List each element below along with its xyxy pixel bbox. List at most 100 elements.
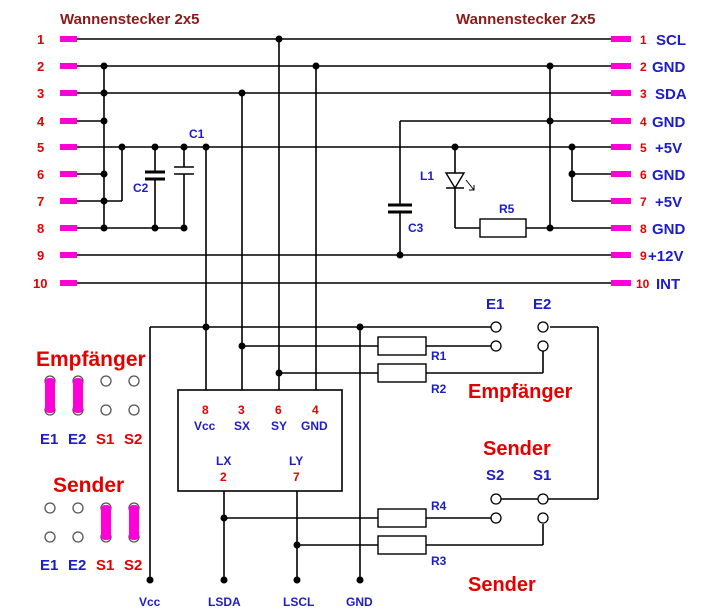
legend-label: S1 [96, 431, 114, 448]
empfaenger-jumper-label: Empfänger [468, 381, 573, 403]
left-pin-number: 10 [33, 276, 47, 291]
ic-pin-name: SY [271, 419, 287, 433]
right-pin-number: 2 [640, 60, 647, 74]
r1-label: R1 [431, 349, 447, 363]
signal-name: SDA [655, 86, 687, 103]
left-pin-number: 1 [37, 32, 44, 47]
legend-sender-title: Sender [53, 474, 124, 497]
r3-label: R3 [431, 554, 447, 568]
right-pin-number: 6 [640, 168, 647, 182]
left-connector-title: Wannenstecker 2x5 [60, 11, 200, 28]
legend-sender: Sender E1 E2 S1 S2 [40, 474, 142, 574]
ic-pin-name: SX [234, 419, 250, 433]
left-pin-number: 8 [37, 221, 44, 236]
capacitor-c1: C1 [174, 127, 205, 232]
legend-empfaenger: Empfänger E1 E2 S1 S2 [36, 348, 146, 448]
s2-label: S2 [486, 467, 504, 484]
legend-label: S1 [96, 557, 114, 574]
signal-name: SCL [656, 32, 686, 49]
right-pin-number: 5 [640, 141, 647, 155]
sender-jumper-title: Sender [483, 438, 551, 460]
jumper-block-sender: Sender S2 S1 Sender [468, 438, 551, 596]
signal-name: GND [652, 167, 686, 184]
right-connector-title: Wannenstecker 2x5 [456, 11, 596, 28]
s1-label: S1 [533, 467, 551, 484]
signal-name: INT [656, 276, 680, 293]
legend-label: S2 [124, 431, 142, 448]
l1-label: L1 [420, 169, 434, 183]
left-pin-numbers: 1 2 3 4 5 6 7 8 9 10 [33, 32, 47, 291]
ic-pin-number: 2 [220, 470, 227, 484]
ic-pin-number: 6 [275, 403, 282, 417]
left-pin-number: 5 [37, 140, 44, 155]
right-connector-pins [611, 36, 631, 286]
vertical-drops [202, 35, 320, 390]
ic-pin-name: LY [289, 454, 303, 468]
left-pin-number: 9 [37, 248, 44, 263]
ic-chip: 8 3 6 4 Vcc SX SY GND LX LY 2 7 [177, 389, 343, 492]
right-pin-numbers: 1 2 3 4 5 6 7 8 9 10 [636, 33, 650, 291]
signal-name: +5V [655, 194, 682, 211]
legend-label: E1 [40, 431, 58, 448]
left-pin-number: 4 [37, 114, 45, 129]
ic-pin-name: LX [216, 454, 231, 468]
sender-bottom-label: Sender [468, 574, 536, 596]
resistor-r2: R2 [377, 363, 447, 396]
c1-label: C1 [189, 127, 205, 141]
terminal-label: GND [346, 595, 373, 609]
c3-label: C3 [408, 221, 424, 235]
e2-label: E2 [533, 296, 551, 313]
e1-label: E1 [486, 296, 504, 313]
legend-label: E2 [68, 431, 86, 448]
resistor-r5: R5 [479, 202, 527, 238]
legend-label: E1 [40, 557, 58, 574]
ic-pin-number: 7 [293, 470, 300, 484]
left-pin-number: 2 [37, 59, 44, 74]
legend-label: E2 [68, 557, 86, 574]
terminal-label: Vcc [139, 595, 161, 609]
jumper-block-empfaenger: E1 E2 Empfänger [468, 296, 573, 403]
right-pin-number: 7 [640, 195, 647, 209]
signal-name: +12V [648, 248, 683, 265]
ic-pin-name: GND [301, 419, 328, 433]
left-pin-number: 3 [37, 86, 44, 101]
right-pin-number: 1 [640, 33, 647, 47]
right-pin-number: 3 [640, 87, 647, 101]
r2-label: R2 [431, 382, 447, 396]
bus-lines [76, 38, 612, 284]
signal-name: GND [652, 221, 686, 238]
terminal-label: LSCL [283, 595, 314, 609]
resistor-r3: R3 [377, 535, 447, 568]
led-l1: L1 [420, 143, 480, 229]
ic-pin-name: Vcc [194, 419, 216, 433]
right-signal-names: SCL GND SDA GND +5V GND +5V GND +12V INT [648, 32, 687, 293]
r5-label: R5 [499, 202, 515, 216]
terminal-label: LSDA [208, 595, 241, 609]
left-pin-number: 7 [37, 194, 44, 209]
ic-pin-number: 8 [202, 403, 209, 417]
left-gnd-bus [100, 62, 126, 232]
signal-name: GND [652, 114, 686, 131]
capacitor-c2: C2 [133, 143, 165, 232]
left-pin-number: 6 [37, 167, 44, 182]
r4-label: R4 [431, 499, 447, 513]
legend-empfaenger-title: Empfänger [36, 348, 146, 371]
lower-wiring [146, 323, 599, 584]
right-pin-number: 10 [636, 277, 650, 291]
signal-name: GND [652, 59, 686, 76]
capacitor-c3: C3 [388, 121, 424, 259]
signal-name: +5V [655, 140, 682, 157]
bottom-terminal-labels: Vcc LSDA LSCL GND [139, 595, 373, 609]
legend-label: S2 [124, 557, 142, 574]
right-pin-number: 9 [640, 249, 647, 263]
ic-pin-number: 3 [238, 403, 245, 417]
left-connector-pins [60, 36, 77, 286]
resistor-r4: R4 [377, 499, 447, 528]
right-gnd-bus [546, 62, 576, 232]
ic-pin-number: 4 [312, 403, 319, 417]
resistor-r1: R1 [377, 336, 447, 363]
right-pin-number: 4 [640, 115, 647, 129]
c2-label: C2 [133, 181, 149, 195]
right-pin-number: 8 [640, 222, 647, 236]
